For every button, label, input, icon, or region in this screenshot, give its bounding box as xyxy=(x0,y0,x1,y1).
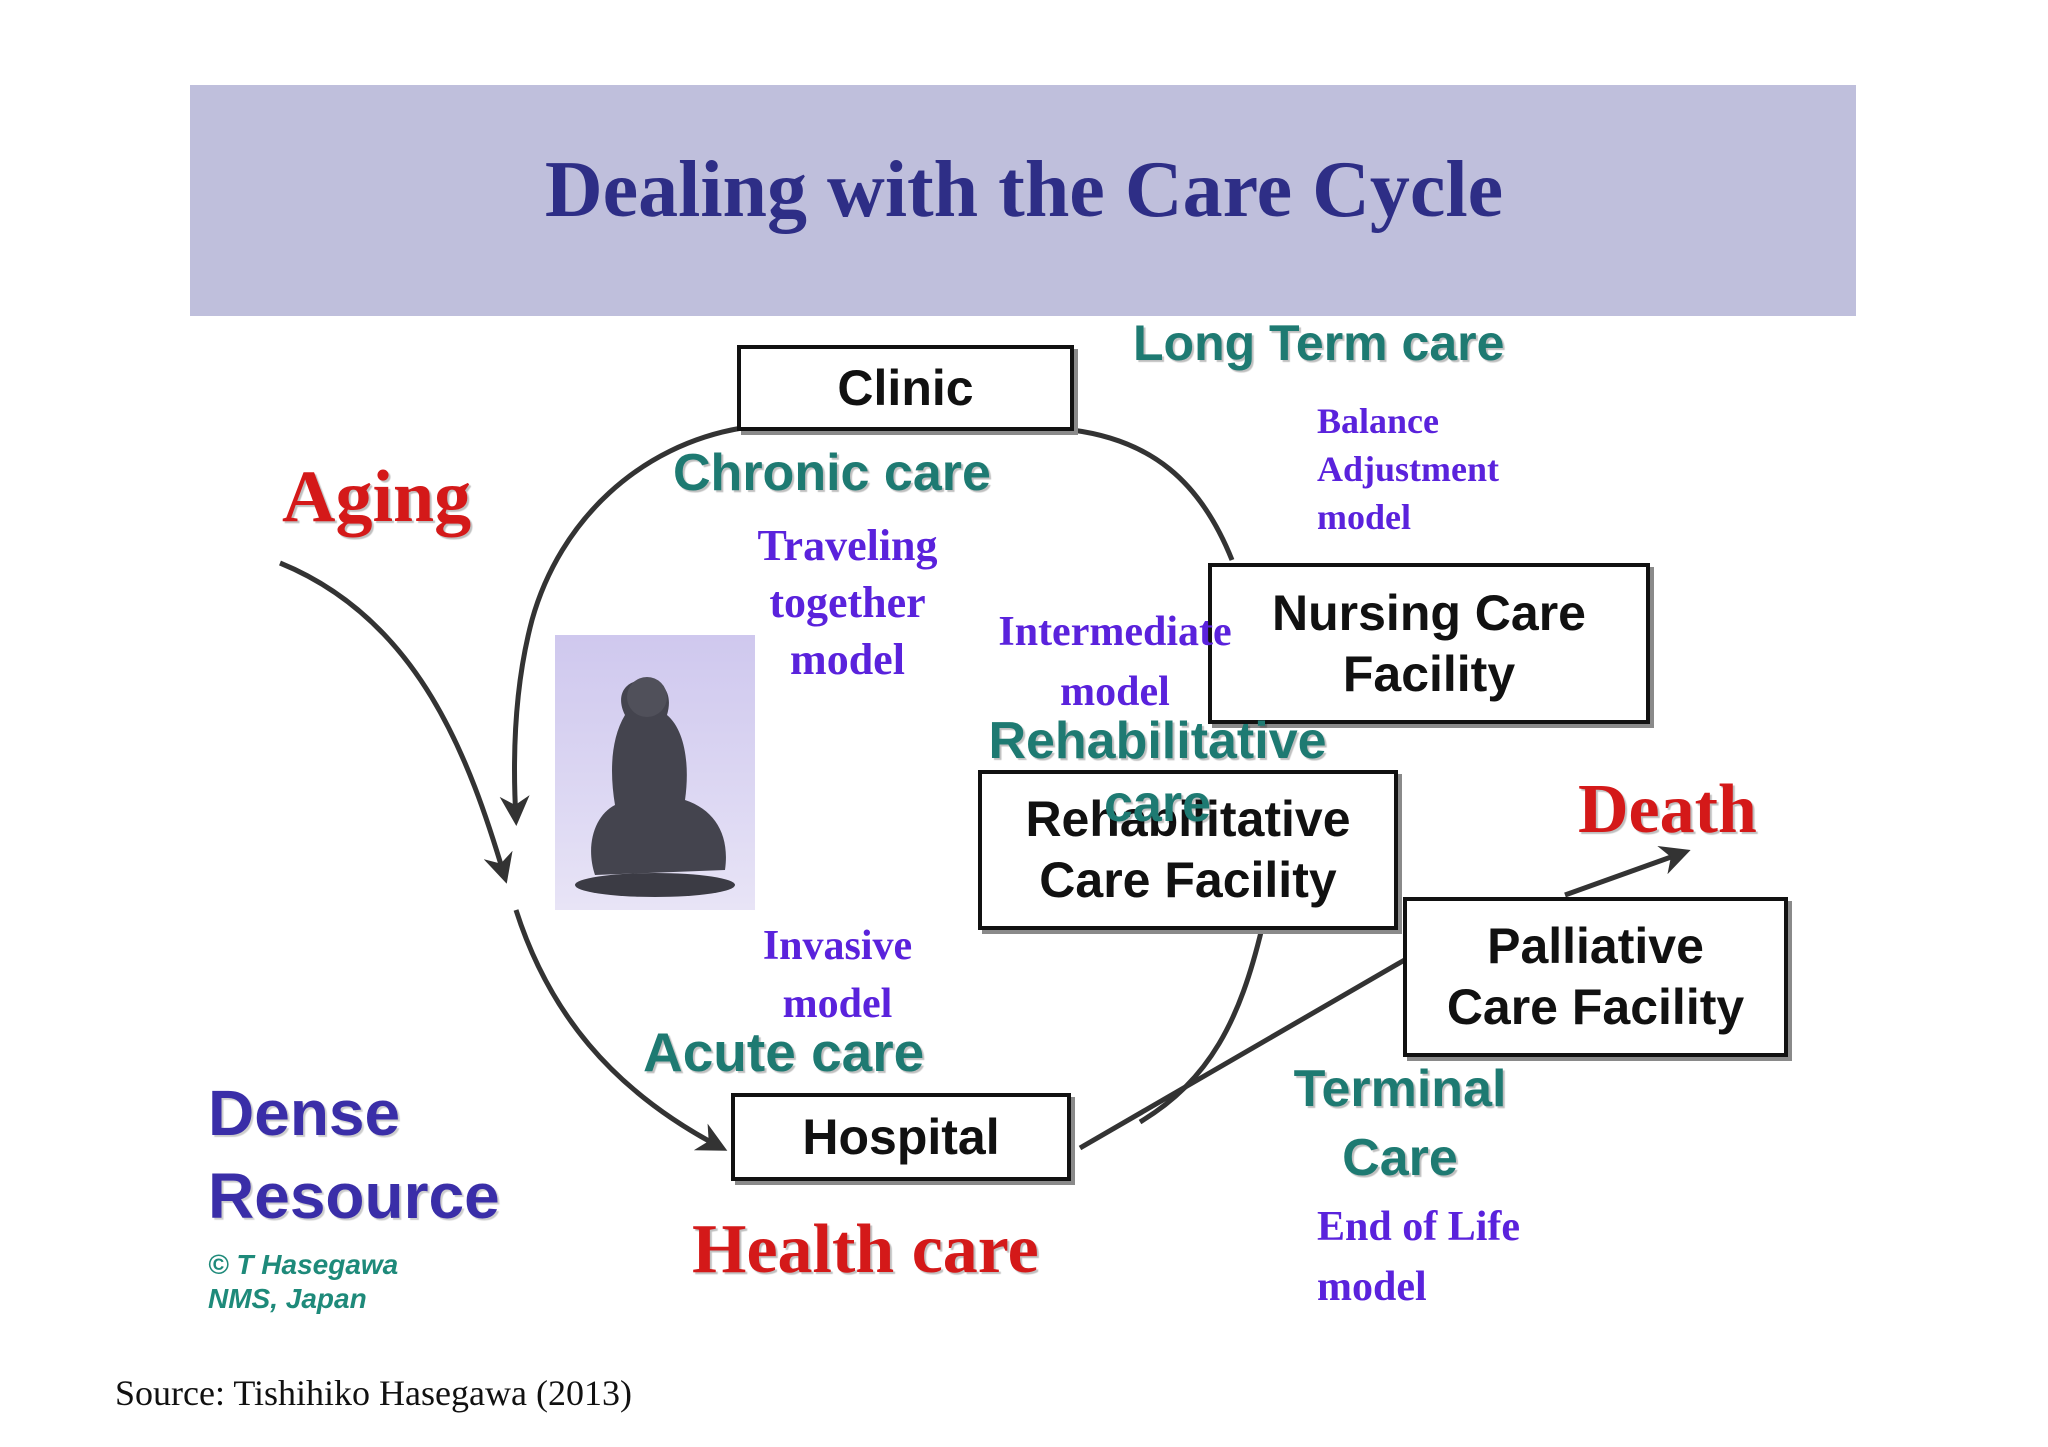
intermediate-model-label: Intermediate model xyxy=(998,609,1232,715)
dense-resource-label: Dense Resource xyxy=(208,1077,500,1233)
terminal-care-label: Terminal Care xyxy=(1293,1060,1507,1187)
traveling-together-model-label: Traveling together model xyxy=(757,521,938,685)
to-hospital-arrow xyxy=(513,909,728,1151)
clinic-box: Clinic xyxy=(737,345,1074,431)
statue-figure xyxy=(575,677,735,897)
slide-title: Dealing with the Care Cycle xyxy=(544,146,1504,234)
aging-label: Aging xyxy=(282,456,472,538)
chronic-care-label: Chronic care xyxy=(673,444,991,502)
copyright-note: © T Hasegawa NMS, Japan xyxy=(208,1249,399,1314)
source-citation: Source: Tishihiko Hasegawa (2013) xyxy=(115,1373,632,1413)
hospital-to-palliative-line xyxy=(1078,955,1410,1151)
rehabilitative-care-facility-box: Rehabilitative Care Facility xyxy=(978,770,1398,930)
rehabilitative-care-label: Rehabilitative care xyxy=(988,712,1327,834)
long-term-care-label: Long Term care xyxy=(1133,315,1505,371)
palliative-to-death-arrow xyxy=(1564,845,1691,898)
nursing-care-facility-box: Nursing Care Facility xyxy=(1208,563,1650,724)
title-band xyxy=(190,85,1856,316)
balance-adjustment-model-label: Balance Adjustment model xyxy=(1317,401,1500,538)
hospital-box: Hospital xyxy=(731,1093,1071,1181)
health-care-label: Health care xyxy=(692,1211,1039,1288)
end-of-life-model-label: End of Life model xyxy=(1317,1204,1521,1310)
palliative-care-facility-box: Palliative Care Facility xyxy=(1403,897,1788,1057)
rehab-to-hospital-line xyxy=(1138,927,1265,1125)
death-label: Death xyxy=(1578,771,1757,848)
acute-care-label: Acute care xyxy=(643,1021,925,1083)
statue-image xyxy=(555,635,755,910)
clinic-to-left-arrow xyxy=(499,425,743,826)
aging-arrow xyxy=(279,560,513,884)
clinic-to-nursing-line xyxy=(1071,427,1235,561)
invasive-model-label: Invasive model xyxy=(762,923,913,1027)
